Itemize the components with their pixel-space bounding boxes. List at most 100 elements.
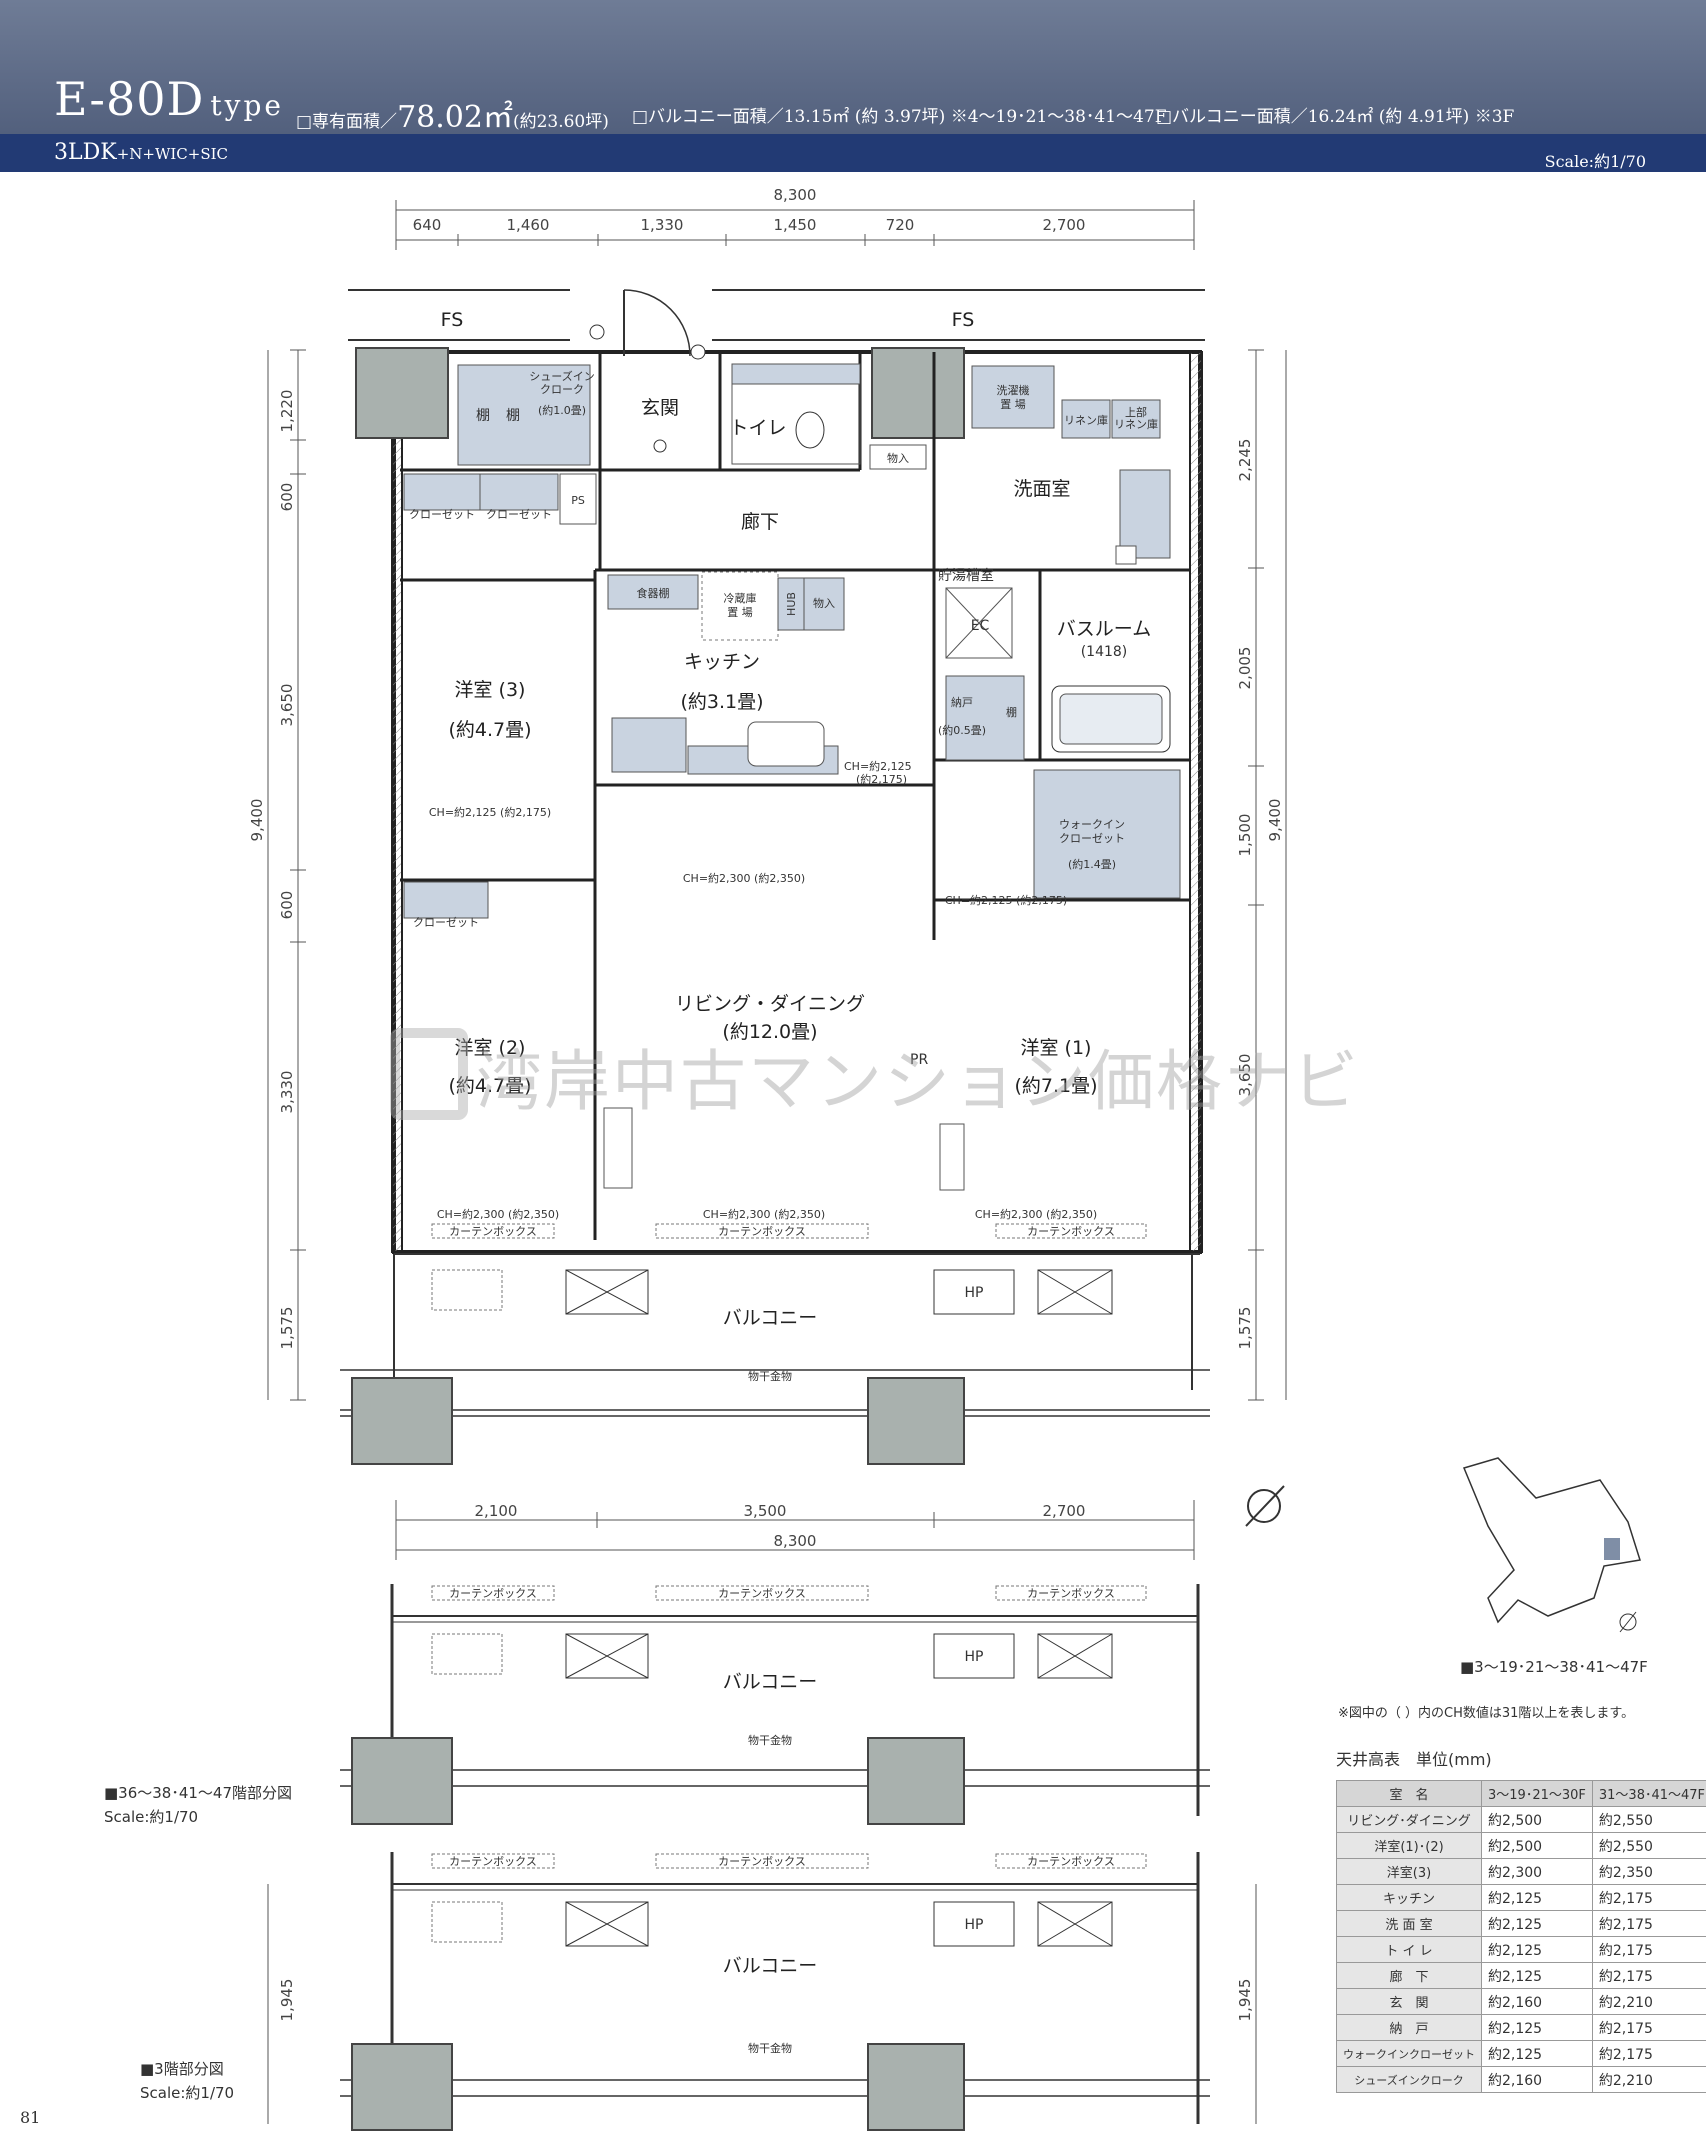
ch-high: 約2,175 xyxy=(1591,1884,1706,1911)
shoe-shelf-1: 棚 xyxy=(476,408,490,424)
left-dim-2: 600 xyxy=(278,483,296,512)
key-plan xyxy=(1462,1457,1641,1633)
p-mark-icon xyxy=(653,439,667,453)
top-dim-6: 2,700 xyxy=(1043,216,1086,234)
ec-box xyxy=(945,587,1013,659)
bottom-dim-2: 3,500 xyxy=(744,1502,787,1520)
closet-w3-a-label: クローゼット xyxy=(409,508,475,521)
w1-unit xyxy=(939,1123,965,1191)
ch-high: 約2,175 xyxy=(1591,2014,1706,2041)
kitchen-size: (約3.1畳) xyxy=(680,691,763,713)
linen-label: リネン庫 xyxy=(1064,413,1108,427)
curtain-box-1: カーテンボックス xyxy=(449,1225,537,1238)
upper-hp-label: HP xyxy=(965,1649,984,1665)
upper-linen-closet xyxy=(1111,399,1161,439)
closet-w3-b-label: クローゼット xyxy=(486,508,552,521)
ch-low: 約2,500 xyxy=(1481,1806,1593,1833)
partial-plan-lower xyxy=(267,1852,1257,2131)
kitchen-sink xyxy=(747,721,825,767)
doorbell-d-icon xyxy=(589,324,605,340)
toilet-counter xyxy=(731,363,861,385)
left-dim-1: 1,220 xyxy=(278,390,296,433)
watermark-logo xyxy=(390,1028,468,1120)
bottom-dimensions xyxy=(395,1500,1195,1560)
nando-size: (約0.5畳) xyxy=(938,723,986,737)
layout-main: 3LDK xyxy=(54,140,117,165)
ch-room: 玄 関 xyxy=(1336,1988,1482,2015)
bathroom-size: (1418) xyxy=(1081,644,1128,660)
page-number: 81 xyxy=(20,2108,41,2127)
lower-partial-scale: Scale:約1/70 xyxy=(140,2084,235,2102)
lower-curtain-1: カーテンボックス xyxy=(449,1855,537,1868)
ch-table-head: 室 名 3～19･21～30F 31～38･41～47F xyxy=(1336,1780,1706,1807)
ceiling-height-table: 室 名 3～19･21～30F 31～38･41～47F リビング･ダイニング約… xyxy=(1336,1780,1706,2093)
ch-room: 洗 面 室 xyxy=(1336,1910,1482,1937)
ch-table-title: 天井高表 単位(mm) xyxy=(1336,1750,1492,1769)
upper-balcony-label: バルコニー xyxy=(723,1671,818,1693)
ch-room: 納 戸 xyxy=(1336,2014,1482,2041)
ch-low: 約2,500 xyxy=(1481,1832,1593,1859)
private-area-label: □専有面積／ xyxy=(296,112,398,132)
living-label: リビング・ダイニング xyxy=(675,993,865,1015)
fs-left: FS xyxy=(441,309,464,331)
dish-shelf-label: 食器棚 xyxy=(637,586,670,600)
drying-label: 物干金物 xyxy=(748,1369,792,1383)
toilet-bowl-icon xyxy=(795,411,825,449)
nando xyxy=(945,675,1025,761)
curtain-boxes xyxy=(431,1223,1147,1239)
western3-size: (約4.7畳) xyxy=(448,719,531,741)
upper-drying-label: 物干金物 xyxy=(748,1733,792,1747)
lower-hp-label: HP xyxy=(965,1917,984,1933)
header-scale: Scale:約1/70 xyxy=(1544,152,1646,171)
left-dimensions xyxy=(267,349,306,1401)
hub-box xyxy=(777,577,805,631)
top-dim-2: 1,460 xyxy=(507,216,550,234)
type-word: type xyxy=(210,89,284,122)
ch-low: 約2,300 xyxy=(1481,1858,1593,1885)
balcony-area-2: □バルコニー面積／16.24㎡ (約 4.91坪) ※3F xyxy=(1156,107,1515,127)
right-total: 9,400 xyxy=(1266,799,1284,842)
ch-high: 約2,350 xyxy=(1591,1858,1706,1885)
upper-curtain-2: カーテンボックス xyxy=(718,1587,806,1600)
storage-in-1 xyxy=(869,444,927,470)
ch-ld-bottom: CH=約2,300 (約2,350) xyxy=(703,1207,825,1221)
ec-diag-2 xyxy=(945,587,1013,659)
closet-w3-a xyxy=(403,473,481,511)
storage-in-2-label: 物入 xyxy=(813,596,835,610)
main-balcony xyxy=(340,1253,1210,1465)
right-dim-5: 1,575 xyxy=(1236,1307,1254,1350)
ch-low: 約2,125 xyxy=(1481,1962,1593,1989)
ec-label: EC xyxy=(971,618,990,634)
ch-high: 約2,210 xyxy=(1591,1988,1706,2015)
ch-high: 約2,175 xyxy=(1591,1962,1706,1989)
upper-linen-label: 上部リネン庫 xyxy=(1114,405,1158,431)
upper-partial-scale: Scale:約1/70 xyxy=(104,1808,199,1826)
storage-in-1-label: 物入 xyxy=(887,451,909,465)
upper-curtain-1: カーテンボックス xyxy=(449,1587,537,1600)
corridor-label: 廊下 xyxy=(741,511,779,533)
ch-high: 約2,550 xyxy=(1591,1806,1706,1833)
wic-size: (約1.4畳) xyxy=(1068,857,1116,871)
lower-balcony-label: バルコニー xyxy=(723,1955,818,1977)
ch-room: ト イ レ xyxy=(1336,1936,1482,1963)
dish-shelf xyxy=(607,574,699,610)
compass-icon xyxy=(1245,1485,1285,1527)
shoe-closet-size: (約1.0畳) xyxy=(538,403,586,417)
ps-label: PS xyxy=(571,494,585,507)
right-dim-4: 3,650 xyxy=(1236,1054,1254,1097)
balcony-area-1: □バルコニー面積／13.15㎡ (約 3.97坪) ※4～19･21～38･41… xyxy=(632,107,1167,127)
ch-head-room: 室 名 xyxy=(1336,1780,1482,1807)
ch-room: 洋室(1)･(2) xyxy=(1336,1832,1482,1859)
curtain-box-3: カーテンボックス xyxy=(1027,1225,1115,1238)
hub-label: HUB xyxy=(785,592,798,616)
ch-room: リビング･ダイニング xyxy=(1336,1806,1482,1833)
